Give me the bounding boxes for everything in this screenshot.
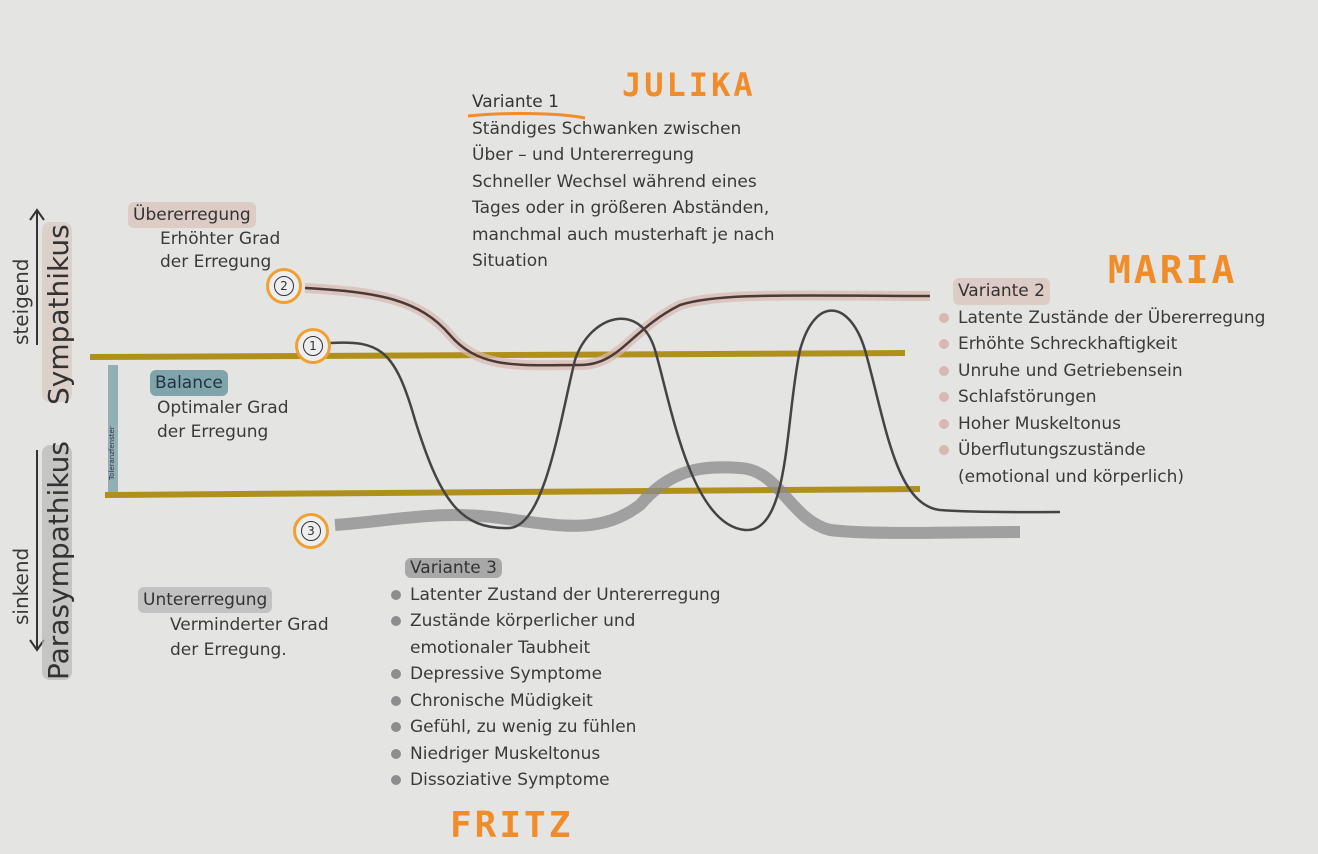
variant-1-block: Variante 1 Ständiges Schwanken zwischen … (472, 89, 775, 275)
axis-sympathetic-label: Sympathikus (42, 224, 75, 405)
variant-3-item: Gefühl, zu wenig zu fühlen (388, 714, 721, 741)
variant-1-line: Über – und Untererregung (472, 145, 695, 165)
curve-variant-3 (334, 461, 1021, 539)
zone-balance-line: der Erregung (157, 422, 269, 442)
marker-3: 3 (293, 513, 329, 549)
parasympathetic-highlight (42, 445, 72, 680)
sympathetic-highlight (42, 222, 72, 402)
name-fritz: FRITZ (450, 805, 574, 846)
variant-1-underline (467, 112, 586, 120)
variant-2-item: Erhöhte Schreckhaftigkeit (936, 331, 1265, 358)
zone-over: Übererregung Erhöhter Grad der Erregung (128, 202, 280, 274)
zone-under-line: Verminderter Grad (170, 615, 329, 635)
variant-3-item: Zustände körperlicher und (388, 608, 721, 635)
marker-1: 1 (295, 328, 331, 364)
zone-balance-title: Balance (150, 370, 228, 396)
lower-tolerance-line (104, 486, 921, 498)
axis-down-label: sinkend (9, 547, 33, 625)
name-julika: JULIKA (622, 66, 756, 104)
variant-1-line: Schneller Wechsel während eines (472, 171, 757, 192)
variant-1-title: Variante 1 (472, 92, 559, 112)
variant-2-item: Schlafstörungen (936, 384, 1265, 411)
variant-3-block: Variante 3 Latenter Zustand der Untererr… (388, 555, 721, 794)
zone-over-title: Übererregung (128, 202, 256, 228)
variant-2-block: Variante 2 Latente Zustände der Übererre… (936, 278, 1265, 490)
up-arrow (29, 208, 45, 345)
variant-2-item: (emotional und körperlich) (958, 466, 1184, 487)
variant-3-item: Niedriger Muskeltonus (388, 741, 721, 768)
variant-1-line: manchmal auch musterhaft je nach (472, 224, 775, 245)
name-maria: MARIA (1108, 248, 1238, 292)
axis-parasympathetic-label: Parasympathikus (42, 440, 75, 680)
tolerance-window-bar (108, 365, 118, 495)
zone-over-line: Erhöhter Grad (160, 229, 281, 249)
variant-2-item: Unruhe und Getriebensein (936, 358, 1265, 385)
variant-1-line: Ständiges Schwanken zwischen (472, 118, 742, 139)
zone-balance-line: Optimaler Grad (157, 398, 289, 418)
variant-3-item: Depressive Symptome (388, 661, 721, 688)
zone-balance: Balance Optimaler Grad der Erregung (150, 370, 288, 444)
variant-3-item: Latenter Zustand der Untererregung (388, 582, 721, 609)
variant-3-item: Dissoziative Symptome (388, 767, 721, 794)
variant-3-item: Chronische Müdigkeit (388, 688, 721, 715)
variant-2-item: Hoher Muskeltonus (936, 411, 1265, 438)
zone-under: Untererregung Verminderter Grad der Erre… (138, 587, 329, 663)
tolerance-window-label: Toleranzfenster (108, 426, 116, 480)
curve-variant-1 (329, 309, 1061, 532)
variant-1-line: Situation (472, 251, 548, 271)
upper-tolerance-line (89, 350, 906, 360)
variant-1-line: Tages oder in größeren Abständen, (472, 198, 770, 218)
variant-3-title: Variante 3 (405, 558, 502, 578)
zone-under-title: Untererregung (138, 587, 273, 613)
zone-over-line: der Erregung (160, 252, 272, 272)
down-arrow (29, 450, 45, 652)
zone-under-line: der Erregung. (170, 640, 287, 660)
curve-variant-2 (304, 286, 931, 367)
variant-3-item: emotionaler Taubheit (410, 637, 591, 658)
axis-up-label: steigend (9, 258, 33, 346)
variant-2-item: Latente Zustände der Übererregung (936, 305, 1265, 332)
variant-2-item: Überflutungszustände (936, 437, 1265, 464)
variant-2-title: Variante 2 (953, 278, 1050, 305)
marker-2: 2 (266, 268, 302, 304)
